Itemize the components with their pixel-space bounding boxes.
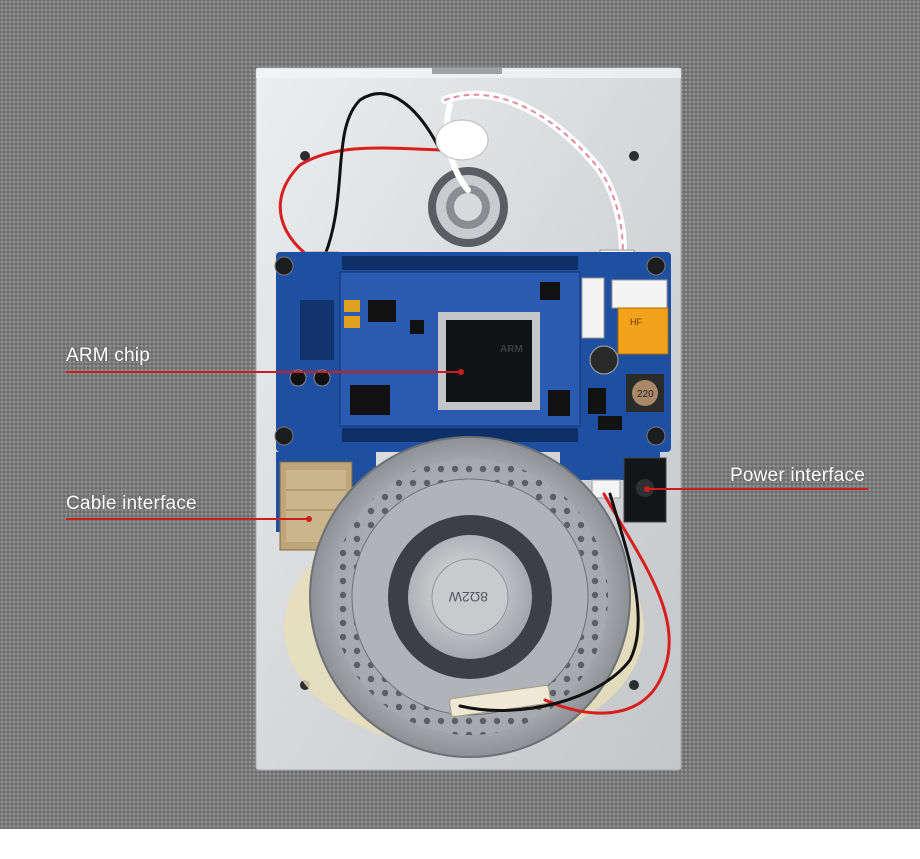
- speaker-marking: 8Ω2W: [448, 589, 488, 605]
- speaker-wires: [458, 492, 671, 715]
- callout-arm-chip-dot: [458, 369, 464, 375]
- callout-cable-interface-dot: [306, 516, 312, 522]
- speaker: 8Ω2W: [284, 436, 644, 758]
- inductor-marking: 220: [637, 389, 654, 400]
- callout-power-interface-dot: [644, 486, 650, 492]
- callout-arm-chip-line: [66, 371, 461, 373]
- callout-power-interface-label: Power interface: [730, 465, 866, 486]
- callout-arm-chip-label: ARM chip: [66, 345, 150, 366]
- push-button: [428, 167, 508, 247]
- svg-text:ARM: ARM: [500, 344, 523, 355]
- inductor: 220: [626, 374, 664, 412]
- callout-cable-interface-label: Cable interface: [66, 493, 197, 514]
- device-photo: ARM HF 220 8Ω2W: [255, 67, 682, 771]
- relay: HF: [617, 307, 669, 355]
- callout-cable-interface-line: [66, 518, 310, 520]
- top-wires: [278, 90, 627, 266]
- arm-chip: ARM: [438, 312, 540, 410]
- callout-power-interface-line: [648, 488, 868, 490]
- bottom-strip: [0, 829, 920, 859]
- relay-marking: HF: [630, 317, 642, 327]
